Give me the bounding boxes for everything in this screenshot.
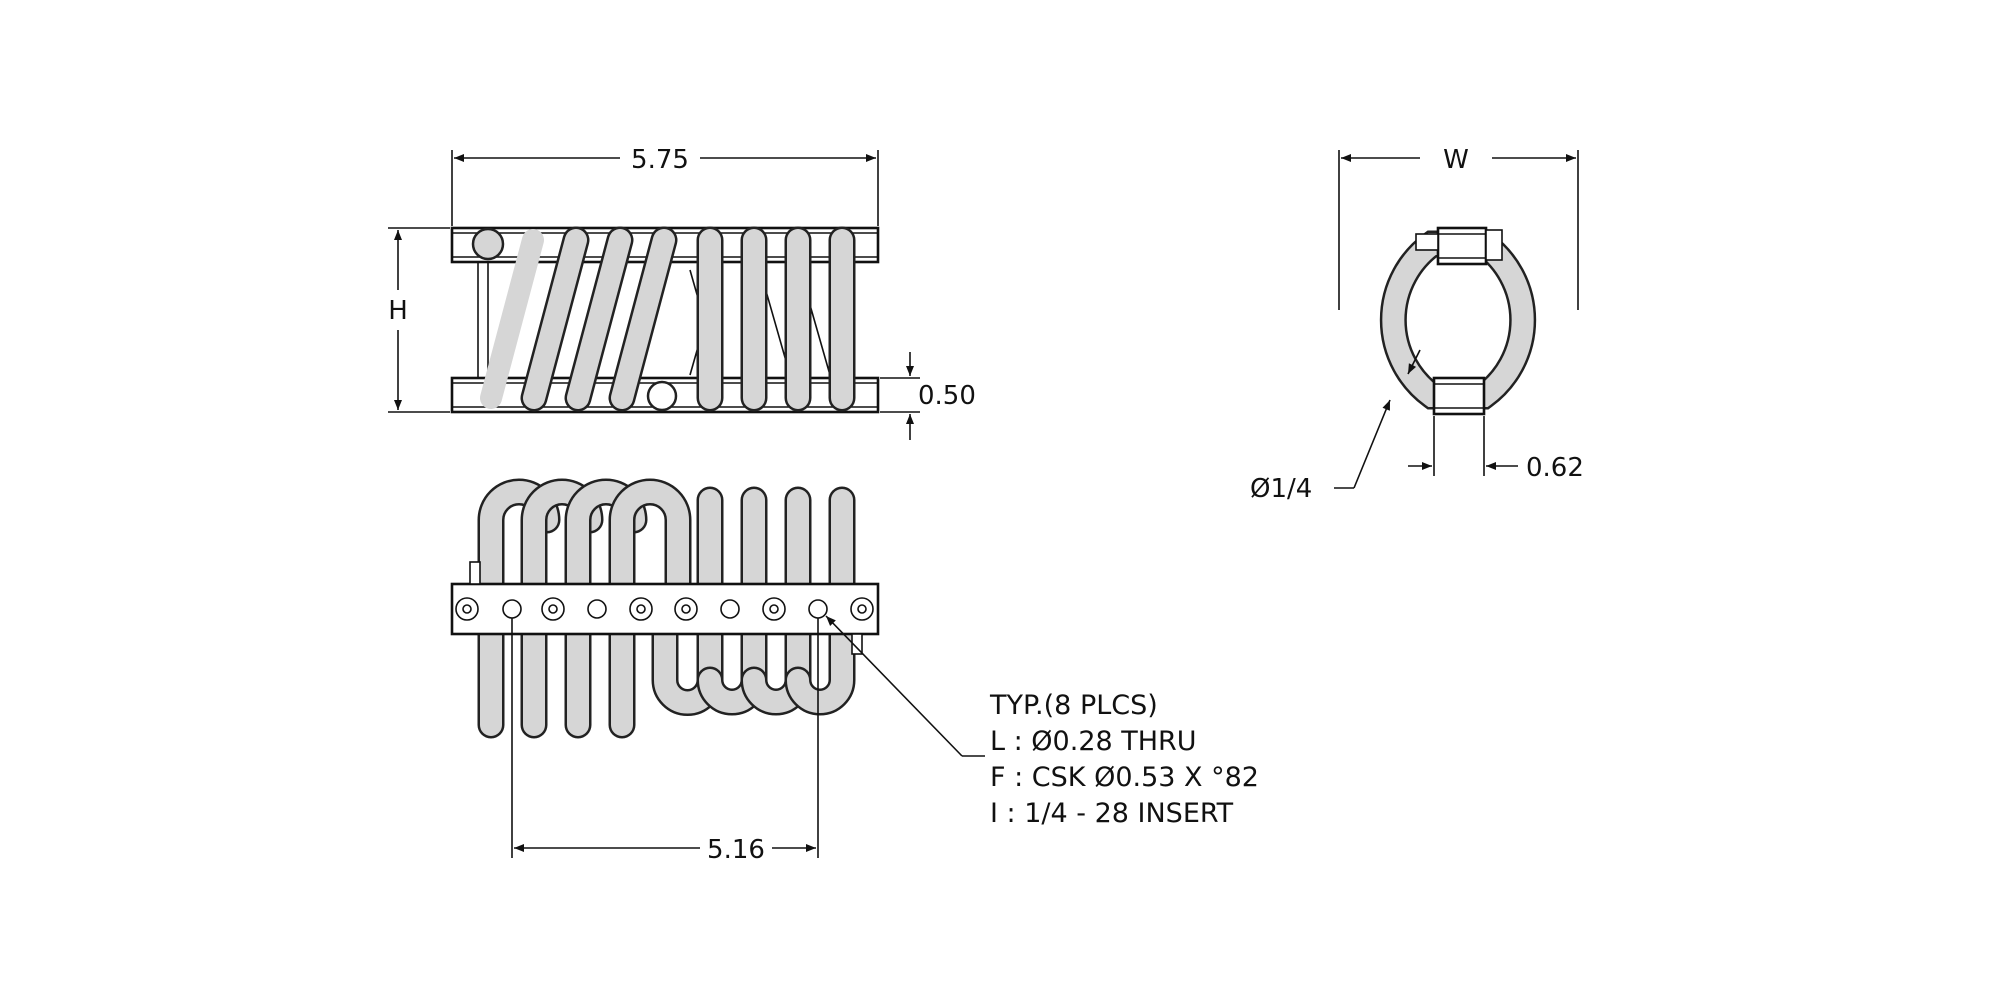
top-view: 5.16 TYP.(8 PLCS) L : Ø0.28 THRU F : CSK… <box>450 478 1259 865</box>
dim-bar-thickness: 0.50 <box>918 381 976 411</box>
callout-line-1: TYP.(8 PLCS) <box>989 690 1158 721</box>
dim-hole-spacing: 5.16 <box>707 835 765 865</box>
dim-overall-width: 5.75 <box>631 145 689 175</box>
dim-width: W <box>1443 145 1469 175</box>
mounting-holes <box>455 597 874 621</box>
top-coils <box>477 478 856 739</box>
front-view: 5.75 H 0.50 <box>388 145 976 440</box>
dim-block-width: 0.62 <box>1526 453 1584 483</box>
dim-height: H <box>388 296 408 326</box>
callout-line-4: I : 1/4 - 28 INSERT <box>990 798 1234 829</box>
callout-line-3: F : CSK Ø0.53 X °82 <box>990 762 1259 793</box>
front-coils <box>471 226 856 412</box>
callout-line-2: L : Ø0.28 THRU <box>990 726 1197 757</box>
dim-wire-diameter: Ø1/4 <box>1250 474 1312 504</box>
side-view: W Ø1/4 0.62 <box>1250 145 1584 504</box>
retainer-bar <box>450 582 880 636</box>
